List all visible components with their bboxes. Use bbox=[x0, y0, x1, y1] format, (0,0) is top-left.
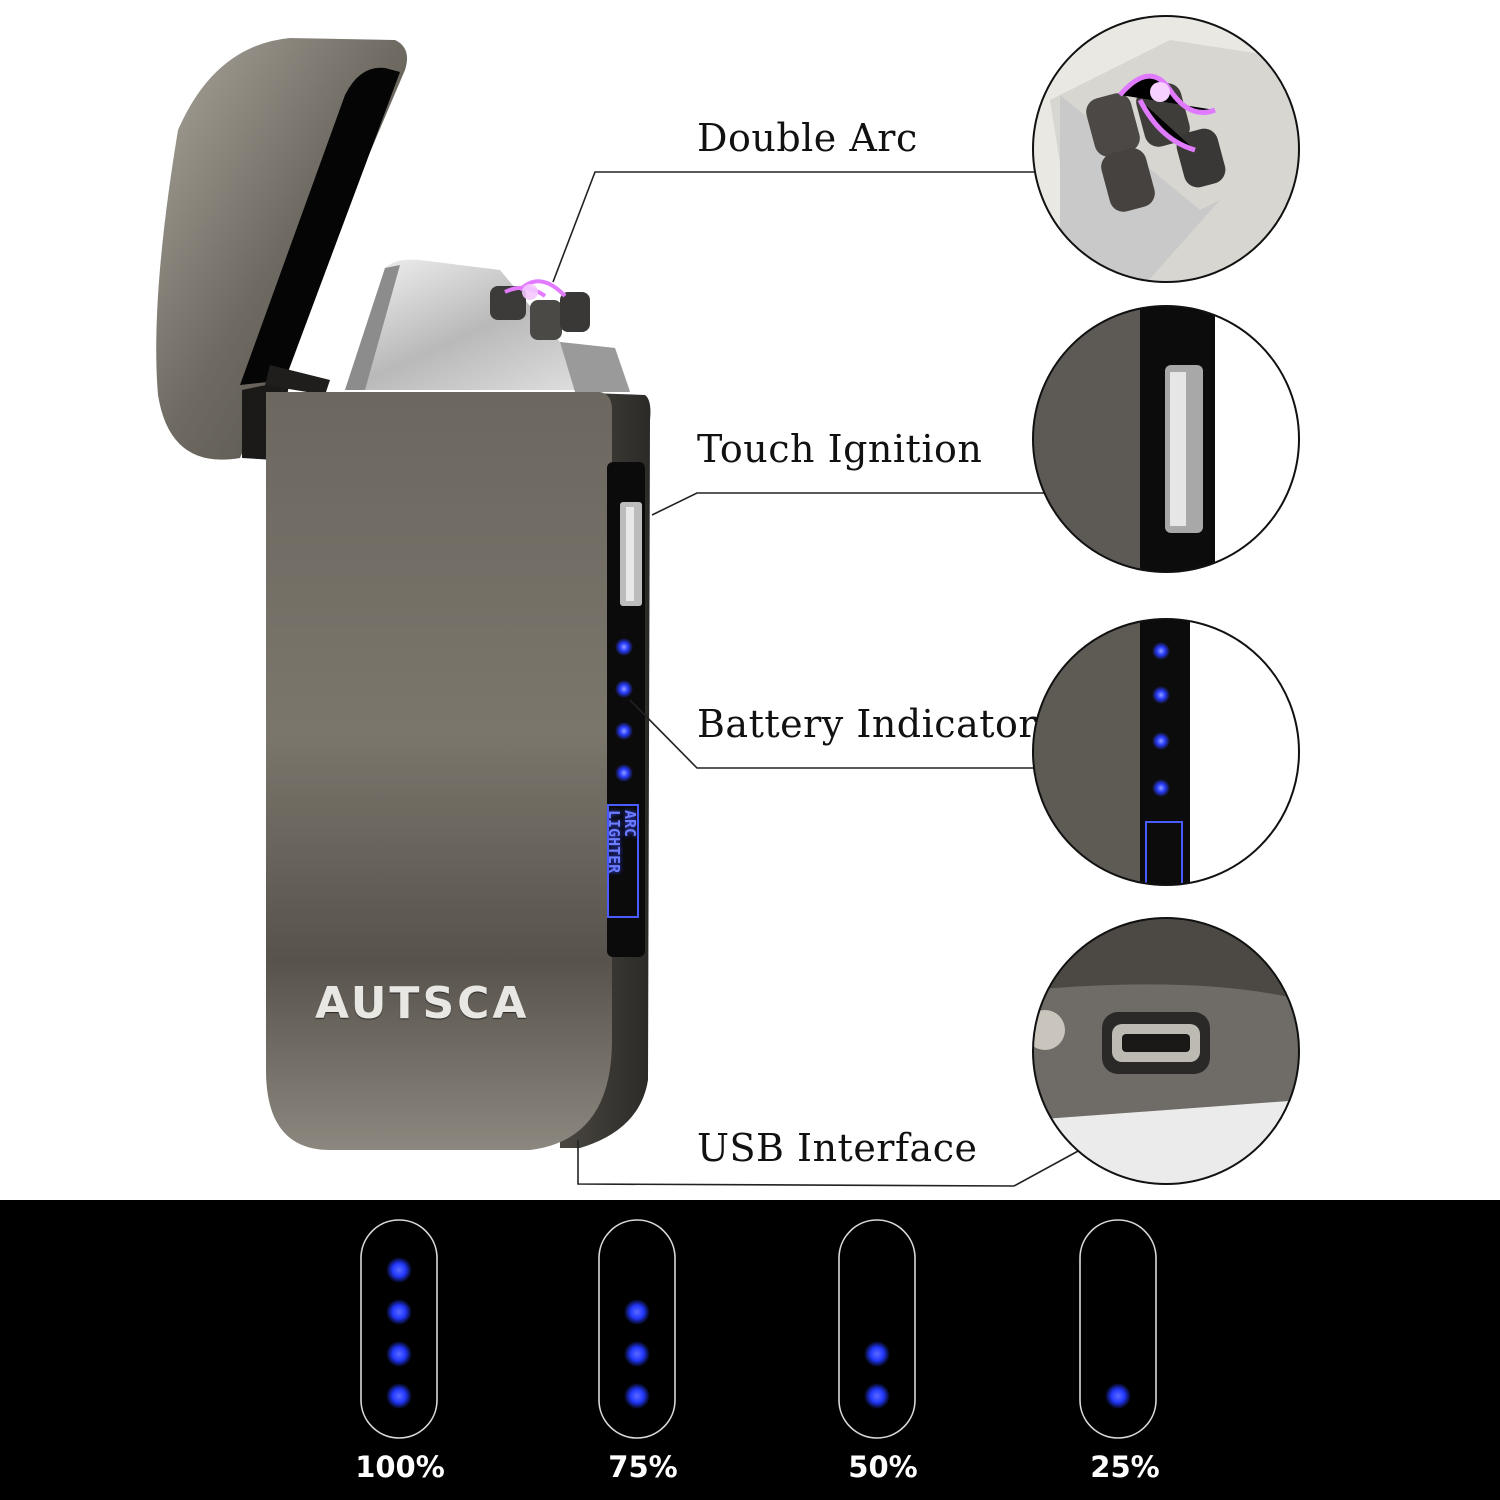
feature-label-usb-interface: USB Interface bbox=[697, 1126, 978, 1170]
battery-pill bbox=[838, 1219, 916, 1439]
battery-led-dot bbox=[624, 1383, 650, 1409]
arc-electrodes bbox=[490, 279, 590, 340]
battery-led-dot bbox=[864, 1383, 890, 1409]
feature-label-touch-ignition: Touch Ignition bbox=[697, 427, 983, 471]
battery-label-75: 75% bbox=[608, 1450, 678, 1484]
battery-pill bbox=[1079, 1219, 1157, 1439]
screen-text: ARC LIGHTER bbox=[605, 810, 639, 874]
brand-logo: AUTSCA bbox=[315, 978, 530, 1029]
touch-sensor-closeup bbox=[1033, 306, 1299, 572]
battery-pill bbox=[598, 1219, 676, 1439]
battery-led-dot bbox=[386, 1383, 412, 1409]
side-led bbox=[615, 680, 633, 698]
battery-led-dot bbox=[386, 1341, 412, 1367]
hinge bbox=[265, 365, 330, 395]
feature-label-double-arc: Double Arc bbox=[697, 116, 918, 160]
battery-led-dot bbox=[624, 1299, 650, 1325]
battery-label-100: 100% bbox=[355, 1450, 445, 1484]
double-arc-closeup bbox=[1033, 16, 1299, 282]
lighter-body bbox=[266, 392, 612, 1150]
battery-label-50: 50% bbox=[848, 1450, 918, 1484]
battery-levels-band: 100% 75% 50% 25% bbox=[0, 1200, 1500, 1500]
battery-led-dot bbox=[386, 1257, 412, 1283]
battery-led-dot bbox=[864, 1341, 890, 1367]
side-led bbox=[615, 722, 633, 740]
side-panel bbox=[607, 462, 645, 957]
battery-led-dot bbox=[624, 1341, 650, 1367]
battery-pill bbox=[360, 1219, 438, 1439]
side-led bbox=[615, 764, 633, 782]
chrome-top bbox=[345, 259, 630, 392]
battery-led-dot bbox=[386, 1299, 412, 1325]
battery-led-dot bbox=[1105, 1383, 1131, 1409]
leader-lines bbox=[552, 171, 1081, 1187]
side-led bbox=[615, 638, 633, 656]
battery-level-chart bbox=[360, 1219, 1157, 1439]
feature-label-battery-indicator: Battery Indicator bbox=[697, 702, 1038, 746]
battery-label-25: 25% bbox=[1090, 1450, 1160, 1484]
